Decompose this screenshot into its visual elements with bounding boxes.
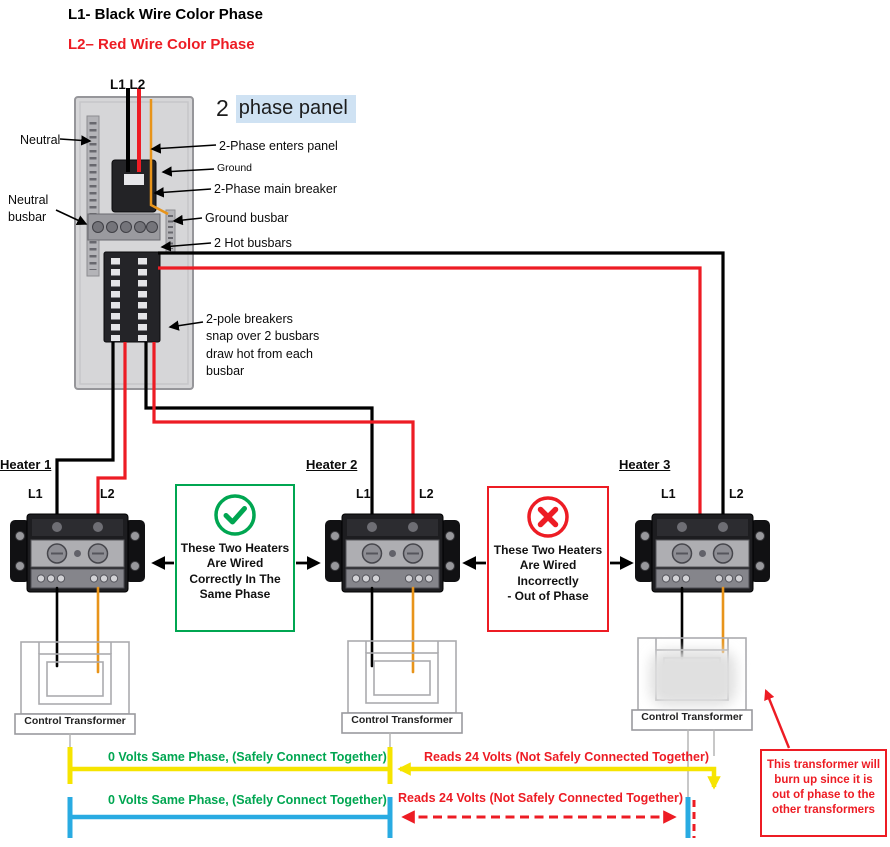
panel-feed-label: L1 L2: [110, 77, 146, 92]
out-of-phase-measurement-2: Reads 24 Volts (Not Safely Connected Tog…: [398, 791, 684, 805]
enters-pointer-arrow: [150, 143, 217, 154]
wire-black-to-heater2: [144, 342, 374, 548]
heater-1-terminal-block: [9, 513, 146, 593]
incorrect-wiring-callout: These Two Heaters Are Wired Incorrectly …: [487, 486, 609, 632]
heater-2-terminal-block: [324, 513, 461, 593]
ground-busbar-pointer-arrow: [172, 214, 203, 226]
transformer-lead-wires: [55, 586, 725, 674]
ground-pointer-arrow: [161, 166, 215, 177]
enters-panel-label: 2-Phase enters panel: [219, 139, 338, 153]
heater-2-l1-label: L1: [356, 487, 371, 501]
control-transformer-3-label: Control Transformer: [641, 711, 743, 723]
panel-title: 2 phase panel: [216, 95, 356, 123]
pole-breakers-label: 2-pole breakers snap over 2 busbars draw…: [206, 312, 320, 378]
panel-title-number: 2: [216, 95, 229, 121]
label-pointer-arrows: [55, 135, 217, 331]
legend-l2-red-phase: L2– Red Wire Color Phase: [68, 36, 255, 53]
heater-3-terminal-block: [634, 513, 771, 593]
control-transformer-1-label: Control Transformer: [24, 715, 126, 727]
main-breaker-graphic: [111, 159, 157, 213]
control-transformer-2-label: Control Transformer: [351, 714, 453, 726]
heater-2-l2-label: L2: [419, 487, 434, 501]
heater-2-label: Heater 2: [306, 457, 358, 472]
warning-arrow: [764, 688, 791, 749]
legend-l1-black-phase: L1- Black Wire Color Phase: [68, 6, 263, 23]
panel-title-highlight: phase panel: [235, 95, 356, 123]
ground-busbar-label: Ground busbar: [205, 211, 289, 225]
neutral-pointer-arrow: [59, 135, 92, 146]
checkmark-icon: [214, 494, 256, 536]
heater-3-label: Heater 3: [619, 457, 671, 472]
x-mark-icon: [527, 496, 569, 538]
hot-busbars-pointer-arrow: [160, 241, 212, 252]
hot-busbars-label: 2 Hot busbars: [214, 236, 292, 250]
correct-wiring-text: These Two Heaters Are Wired Correctly In…: [180, 541, 290, 602]
correct-wiring-callout: These Two Heaters Are Wired Correctly In…: [175, 484, 295, 632]
main-breaker-pointer-arrow: [153, 187, 212, 198]
heater-1-l2-label: L2: [100, 487, 115, 501]
ground-label: Ground: [217, 162, 253, 174]
neutral-busbar-pointer-arrow: [55, 209, 88, 225]
wire-red-to-heater2: [152, 342, 415, 548]
wire-black-to-heater3: [158, 251, 725, 548]
burn-warning-box: This transformer will burn up since it i…: [760, 749, 887, 837]
out-of-phase-measurement-1: Reads 24 Volts (Not Safely Connected Tog…: [424, 750, 710, 764]
neutral-label: Neutral: [20, 133, 61, 147]
yellow-line-out-of-phase: [397, 762, 721, 790]
heater-1-l1-label: L1: [28, 487, 43, 501]
same-phase-measurement-1: 0 Volts Same Phase, (Safely Connect Toge…: [108, 750, 387, 764]
heater-1-label: Heater 1: [0, 457, 52, 472]
heater-3-l1-label: L1: [661, 487, 676, 501]
breaker-panel-graphic: [74, 96, 194, 390]
wire-ground-feed: [149, 99, 169, 216]
wire-red-to-heater1: [96, 342, 127, 548]
wire-black-to-heater1: [55, 342, 115, 548]
pole-breakers-pointer-arrow: [168, 320, 204, 331]
main-breaker-label: 2-Phase main breaker: [214, 182, 337, 196]
incorrect-wiring-text: These Two Heaters Are Wired Incorrectly …: [493, 543, 603, 604]
same-phase-measurement-2: 0 Volts Same Phase, (Safely Connect Toge…: [108, 793, 387, 807]
burned-transformer-blur: [650, 650, 736, 706]
neutral-busbar-graphic: [86, 115, 100, 277]
measurement-lines: [67, 729, 721, 838]
heater-3-l2-label: L2: [729, 487, 744, 501]
neutral-busbar-label: Neutral busbar: [8, 193, 49, 224]
